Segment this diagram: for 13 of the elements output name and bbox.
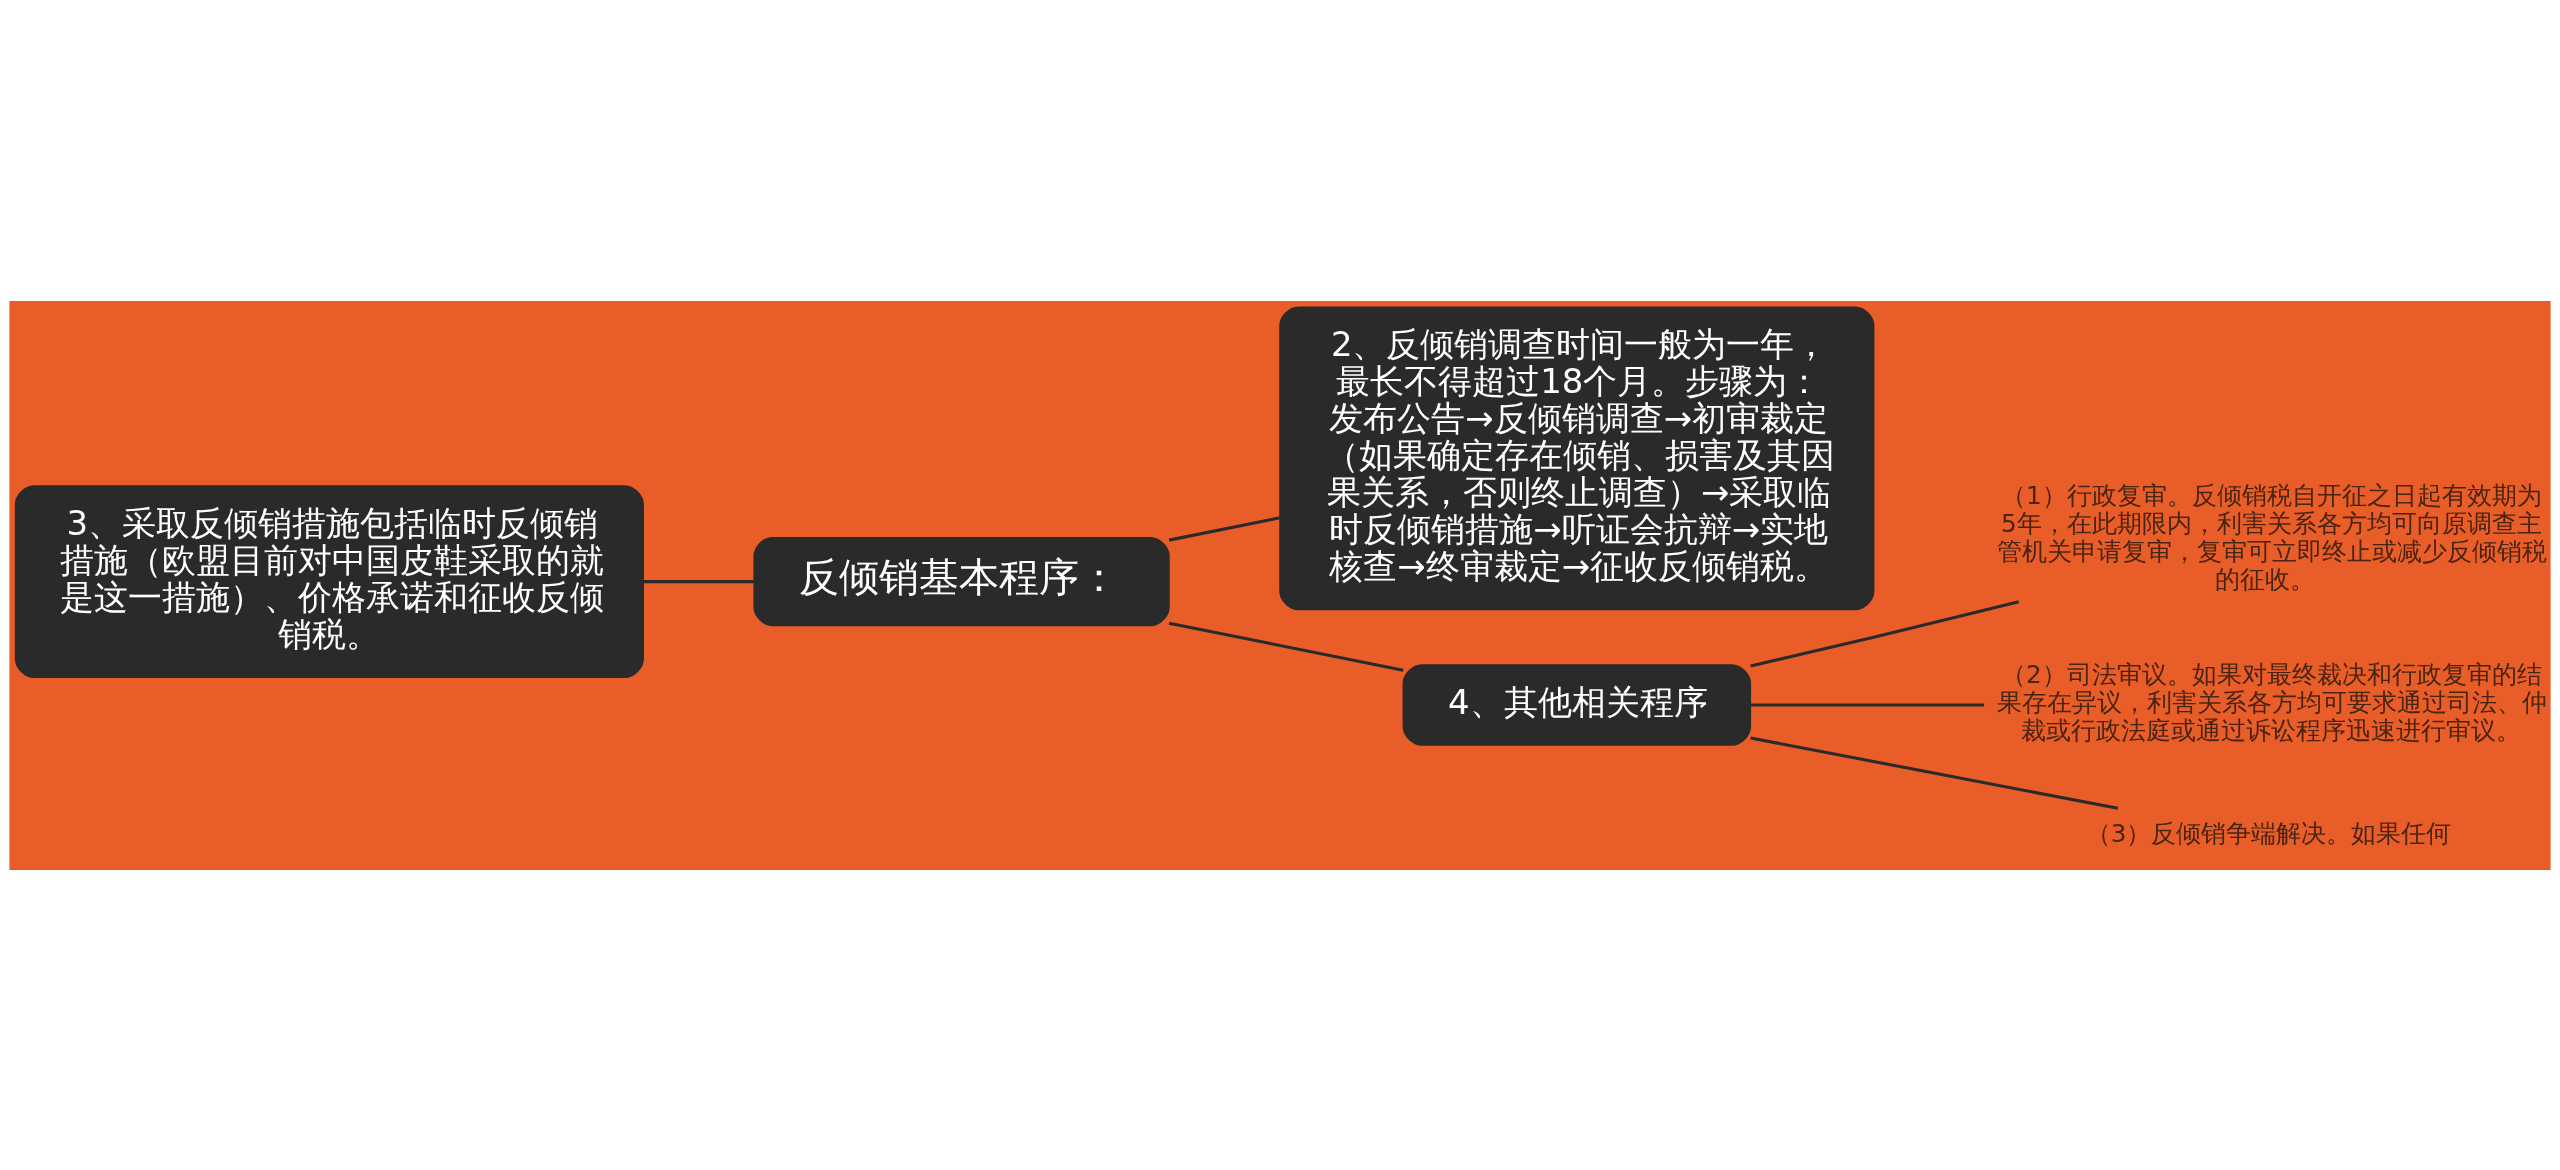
connector	[1750, 702, 1985, 707]
node-text: （2）司法审议。如果对最终裁决和行政复审的结果存在异议，利害关系各方均可要求通过司法、仲裁或行政法庭或通过诉讼程序迅速进行审议。	[1997, 659, 2548, 745]
connector	[1750, 599, 2019, 667]
node-text: （1）行政复审。反倾销税自开征之日起有效期为5年，在此期限内，利害关系各方均可向原调查主管机关申请复审，复审可立即终止或减少反倾销税的征收。	[1997, 480, 2548, 593]
node-box: 4、其他相关程序	[1402, 663, 1752, 746]
connector	[1750, 735, 2119, 810]
connector	[1168, 621, 1404, 672]
node-text: （3）反倾销争端解决。如果任何	[2085, 818, 2452, 848]
node-box: 3、采取反倾销措施包括临时反倾销措施（欧盟目前对中国皮鞋采取的就是这一措施）、价格承诺和征收反倾销税。	[14, 484, 644, 678]
node-box: 2、反倾销调查时间一般为一年，最长不得超过18个月。步骤为：发布公告→反倾销调查→初审裁定（如果确定存在倾销、损害及其因果关系，否则终止调查）→采取临时反倾销措施→听证会抗辩→实地核查→终审裁定→征收反倾销税。	[1279, 305, 1875, 610]
connector	[1168, 515, 1281, 542]
connector	[643, 579, 755, 583]
node-box: 反倾销基本程序：	[753, 536, 1170, 626]
